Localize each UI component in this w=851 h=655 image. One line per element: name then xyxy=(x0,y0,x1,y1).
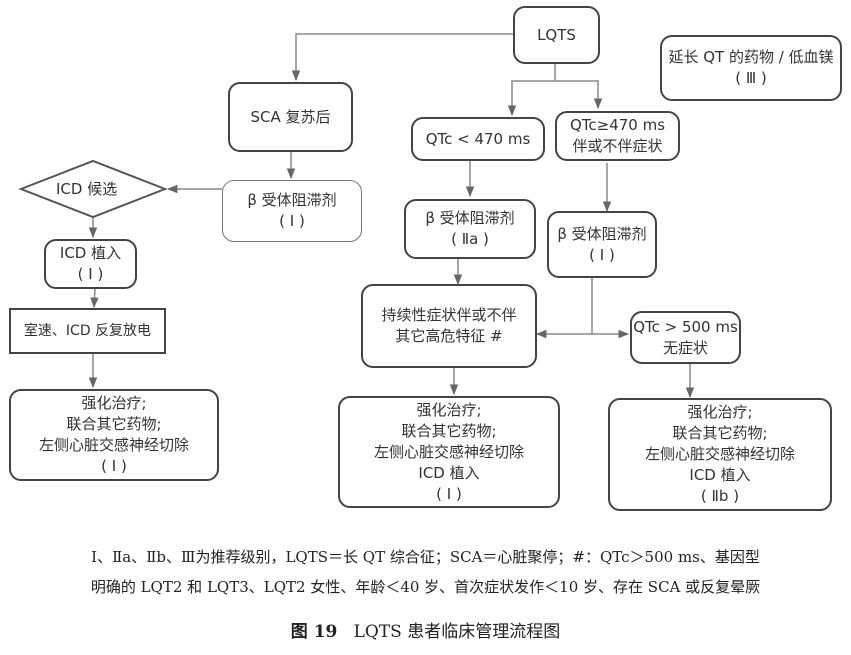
intensify-left-line-2: 联合其它药物; xyxy=(66,415,162,433)
node-icd-implant: ICD 植入 ( Ⅰ ) xyxy=(44,239,137,289)
intensify-mid-class: ( Ⅰ ) xyxy=(436,484,462,503)
flowchart-connectors xyxy=(18,33,695,399)
node-lqts: LQTS xyxy=(513,6,600,64)
node-qt-prolonging-drugs: 延长 QT 的药物 / 低血镁 ( Ⅲ ) xyxy=(660,35,842,101)
node-vt-text: 室速、ICD 反复放电 xyxy=(23,322,152,339)
connector-lqts-to-sca xyxy=(291,33,513,82)
intensify-mid-line-4: ICD 植入 xyxy=(418,463,480,482)
node-qtc-ge-470: QTc≥470 ms 伴或不伴症状 xyxy=(555,111,680,161)
node-qtc-ge-470-text: QTc≥470 ms xyxy=(569,116,666,134)
intensify-left-line-1: 强化治疗; xyxy=(81,394,147,412)
node-icd-candidate-label: ICD 候选 xyxy=(56,180,118,198)
node-beta-blocker-IIa-text: β 受体阻滞剂 xyxy=(425,209,515,227)
intensify-right-line-2: 联合其它药物; xyxy=(672,424,768,442)
node-beta-blocker-IIa-class: ( Ⅱa ) xyxy=(451,230,489,248)
intensify-mid-line-3: 左侧心脏交感神经切除 xyxy=(373,442,524,461)
node-beta-blocker-I-text: β 受体阻滞剂 xyxy=(557,224,647,243)
footnote-line-1: Ⅰ、Ⅱa、Ⅱb、Ⅲ为推荐级别，LQTS＝长 QT 综合征；SCA＝心脏聚停；#：… xyxy=(91,548,760,566)
intensify-left-line-3: 左侧心脏交感神经切除 xyxy=(38,436,189,454)
node-beta-blocker-sca-text: β 受体阻滞剂 xyxy=(247,191,337,209)
node-persistent-sub: 其它高危特征 # xyxy=(395,327,503,345)
node-persistent-symptoms: 持续性症状伴或不伴 其它高危特征 # xyxy=(361,284,537,368)
node-beta-blocker-sca-class: ( Ⅰ ) xyxy=(279,212,305,230)
figure-caption: 图 19 LQTS 患者临床管理流程图 xyxy=(0,617,851,642)
node-intensify-therapy-right: 强化治疗; 联合其它药物; 左侧心脏交感神经切除 ICD 植入 ( Ⅱb ) xyxy=(608,398,832,511)
node-beta-blocker-I: β 受体阻滞剂 ( Ⅰ ) xyxy=(547,211,657,278)
node-qtc-gt-500-text: QTc > 500 ms xyxy=(633,317,738,336)
connector-implant-to-vt xyxy=(90,287,99,309)
icd-candidate-diamond xyxy=(18,159,168,219)
connector-lqts-to-qtc-lt xyxy=(507,80,555,117)
node-sca-text: SCA 复苏后 xyxy=(250,107,331,126)
footnote-line-2: 明确的 LQT2 和 LQT3、LQT2 女性、年龄＜40 岁、首次症状发作＜1… xyxy=(90,578,761,596)
figure-label: 图 19 xyxy=(290,622,338,642)
intensify-right-class: ( Ⅱb ) xyxy=(700,487,740,505)
node-icd-implant-class: ( Ⅰ ) xyxy=(77,265,104,283)
node-intensify-therapy-left: 强化治疗; 联合其它药物; 左侧心脏交感神经切除 ( Ⅰ ) xyxy=(9,389,219,481)
node-qtc-ge-470-sub: 伴或不伴症状 xyxy=(572,137,663,155)
node-vt-repeated-shocks: 室速、ICD 反复放电 xyxy=(9,308,166,354)
figure-title: LQTS 患者临床管理流程图 xyxy=(353,622,561,642)
node-beta-blocker-sca: β 受体阻滞剂 ( Ⅰ ) xyxy=(222,180,362,242)
node-beta-blocker-I-class: ( Ⅰ ) xyxy=(589,245,615,264)
intensify-right-line-3: 左侧心脏交感神经切除 xyxy=(644,445,795,463)
node-lqts-text: LQTS xyxy=(537,25,576,44)
node-beta-blocker-IIa: β 受体阻滞剂 ( Ⅱa ) xyxy=(404,199,536,259)
node-qtc-gt-500-sub: 无症状 xyxy=(662,338,708,357)
connector-lqts-to-qtc-ge xyxy=(555,80,603,110)
node-qtc-lt-470-text: QTc < 470 ms xyxy=(425,129,531,148)
node-intensify-therapy-mid: 强化治疗; 联合其它药物; 左侧心脏交感神经切除 ICD 植入 ( Ⅰ ) xyxy=(338,396,560,508)
node-qtc-lt-470: QTc < 470 ms xyxy=(411,117,545,161)
node-qtc-gt-500: QTc > 500 ms 无症状 xyxy=(630,311,741,364)
intensify-left-class: ( Ⅰ ) xyxy=(101,457,127,475)
node-icd-implant-text: ICD 植入 xyxy=(59,244,122,262)
node-drugs-text: 延长 QT 的药物 / 低血镁 xyxy=(668,48,834,66)
intensify-mid-line-2: 联合其它药物; xyxy=(401,421,497,440)
node-drugs-class: ( Ⅲ ) xyxy=(735,69,767,87)
intensify-mid-line-1: 强化治疗; xyxy=(416,400,482,419)
intensify-right-line-1: 强化治疗; xyxy=(687,403,753,421)
node-sca-resuscitated: SCA 复苏后 xyxy=(228,82,353,152)
node-persistent-text: 持续性症状伴或不伴 xyxy=(381,306,517,324)
intensify-right-line-4: ICD 植入 xyxy=(689,466,751,484)
